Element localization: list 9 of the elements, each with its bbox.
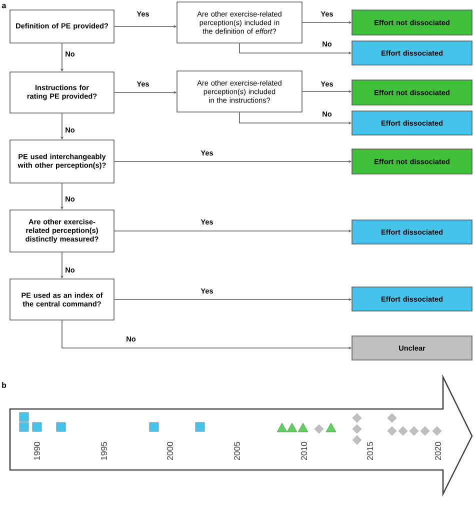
year-label: 1990 [34, 442, 40, 460]
year-label: 1995 [101, 442, 107, 460]
year-label: 2010 [301, 442, 307, 460]
year-label: 2015 [367, 442, 373, 460]
year-label: 2020 [435, 442, 441, 460]
year-label: 2005 [234, 442, 240, 460]
panel-letter: b [2, 382, 6, 388]
year-label: 2000 [167, 442, 173, 460]
panel-letter: a [2, 4, 6, 8]
